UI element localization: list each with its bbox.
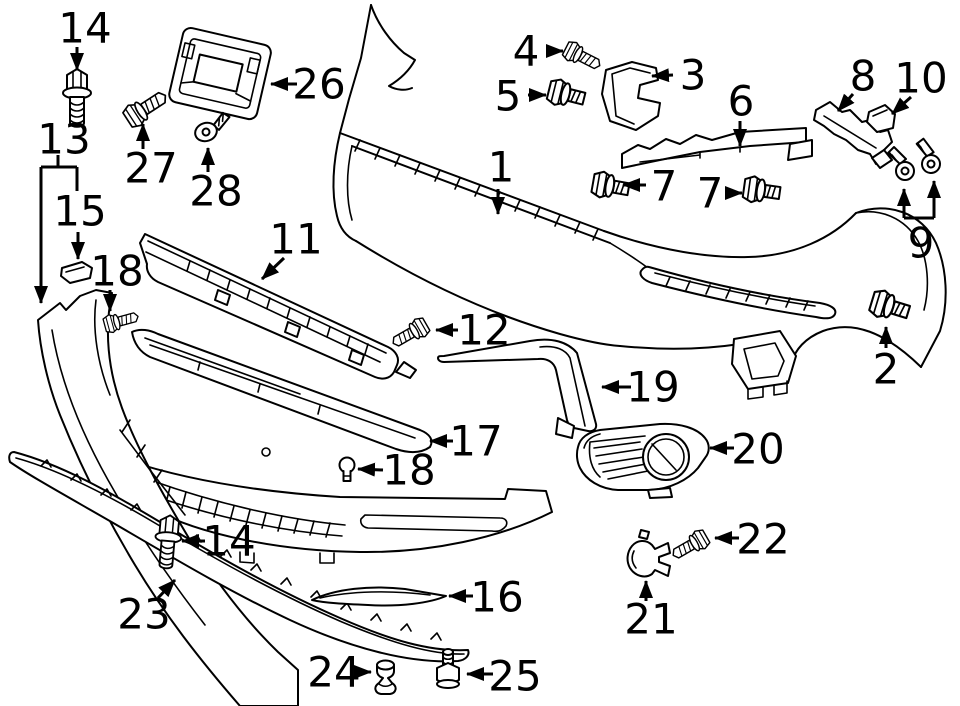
callout-21-28: 21 <box>624 580 678 644</box>
callout-3-11: 3 <box>651 51 707 100</box>
callout-label-9: 9 <box>908 219 935 268</box>
callout-5-10: 5 <box>495 72 547 121</box>
callout-16-26: 16 <box>448 573 524 622</box>
callout-17-21: 17 <box>429 417 503 466</box>
callout-label-15: 15 <box>53 187 106 236</box>
callout-label-28: 28 <box>189 167 242 216</box>
callout-label-1: 1 <box>488 143 515 192</box>
callout-label-7: 7 <box>651 162 678 211</box>
callout-label-23: 23 <box>117 590 170 639</box>
callout-arrow <box>357 462 384 477</box>
callout-11-7: 11 <box>260 215 323 281</box>
callout-10-16: 10 <box>890 54 948 116</box>
part-17-lower-grille <box>131 328 433 454</box>
callout-label-2: 2 <box>873 345 900 394</box>
callout-label-27: 27 <box>124 144 177 193</box>
callout-arrow <box>260 256 286 281</box>
callout-label-18: 18 <box>382 446 435 495</box>
part-16-trim-strip <box>311 586 447 607</box>
part-21-bracket <box>626 529 671 578</box>
part-1-front-bumper <box>332 4 947 400</box>
callout-4-9: 4 <box>513 27 564 76</box>
part-12-screw <box>387 314 433 353</box>
callout-8-15: 8 <box>836 52 877 112</box>
callout-label-19: 19 <box>626 363 679 412</box>
callout-label-21: 21 <box>624 595 677 644</box>
part-22-screw <box>667 526 713 565</box>
callout-arrow <box>890 95 913 116</box>
callout-label-26: 26 <box>292 60 345 109</box>
part-15-clip <box>60 261 93 284</box>
part-5-bolt <box>544 76 589 113</box>
callout-label-24: 24 <box>307 648 360 697</box>
part-26-license-bracket <box>168 26 272 121</box>
callout-23-27: 23 <box>117 578 177 639</box>
callout-27-2: 27 <box>124 123 178 193</box>
callout-arrow <box>836 93 855 112</box>
callout-label-20: 20 <box>731 425 784 474</box>
callout-arrow <box>156 578 177 600</box>
callout-15-5: 15 <box>53 187 107 260</box>
callout-label-5: 5 <box>495 72 522 121</box>
callout-7-13: 7 <box>622 162 678 211</box>
callout-label-17: 17 <box>449 417 502 466</box>
callout-label-16: 16 <box>470 573 523 622</box>
callout-label-7: 7 <box>697 169 724 218</box>
callout-24-29: 24 <box>307 648 372 697</box>
part-18-clip <box>338 456 356 482</box>
callout-19-20: 19 <box>601 363 680 412</box>
callout-label-3: 3 <box>680 51 707 100</box>
callout-14-0: 14 <box>58 4 112 71</box>
part-2-bolt <box>866 286 914 327</box>
callout-label-22: 22 <box>736 515 789 564</box>
callout-label-6: 6 <box>728 77 755 126</box>
part-19-garnish <box>437 338 598 439</box>
callout-2-18: 2 <box>873 326 900 394</box>
part-20-fog-bezel <box>575 422 710 499</box>
callout-label-10: 10 <box>894 54 947 103</box>
part-6-beam-rail <box>621 127 813 169</box>
callout-label-13: 13 <box>37 115 90 164</box>
callout-14-24: 14 <box>181 517 256 566</box>
callout-arrow <box>651 68 674 83</box>
part-28-flat-screw <box>194 111 231 143</box>
callout-18-22: 18 <box>357 446 436 495</box>
part-10-clip <box>866 104 896 133</box>
callout-28-3: 28 <box>189 147 243 216</box>
callout-1-8: 1 <box>488 143 515 215</box>
callout-label-12: 12 <box>457 306 510 355</box>
callout-12-19: 12 <box>435 306 511 355</box>
callout-13-4: 13 <box>34 115 91 304</box>
part-3-bracket <box>601 61 661 131</box>
callout-22-25: 22 <box>714 515 790 564</box>
part-11-grille <box>139 233 417 380</box>
part-13-side-spacer <box>37 289 299 706</box>
callout-label-8: 8 <box>850 52 877 101</box>
part-4-screw <box>560 38 606 76</box>
callout-25-30: 25 <box>466 652 542 701</box>
callout-label-25: 25 <box>488 652 541 701</box>
part-27-screw <box>120 84 173 131</box>
callout-label-14: 14 <box>58 4 111 53</box>
callout-20-23: 20 <box>709 425 785 474</box>
callout-label-11: 11 <box>269 215 322 264</box>
callout-label-18: 18 <box>90 247 143 296</box>
part-9-screws <box>887 136 945 181</box>
part-7-bolt-right <box>741 174 783 207</box>
callout-26-1: 26 <box>270 60 346 109</box>
part-24-clip <box>374 659 397 695</box>
callout-6-12: 6 <box>728 77 755 147</box>
callout-7-14: 7 <box>697 169 743 218</box>
part-25-bolt <box>436 648 460 689</box>
callout-18-6: 18 <box>90 247 144 312</box>
callout-9-17: 9 <box>897 180 941 268</box>
callout-label-14: 14 <box>202 517 255 566</box>
callout-label-4: 4 <box>513 27 540 76</box>
